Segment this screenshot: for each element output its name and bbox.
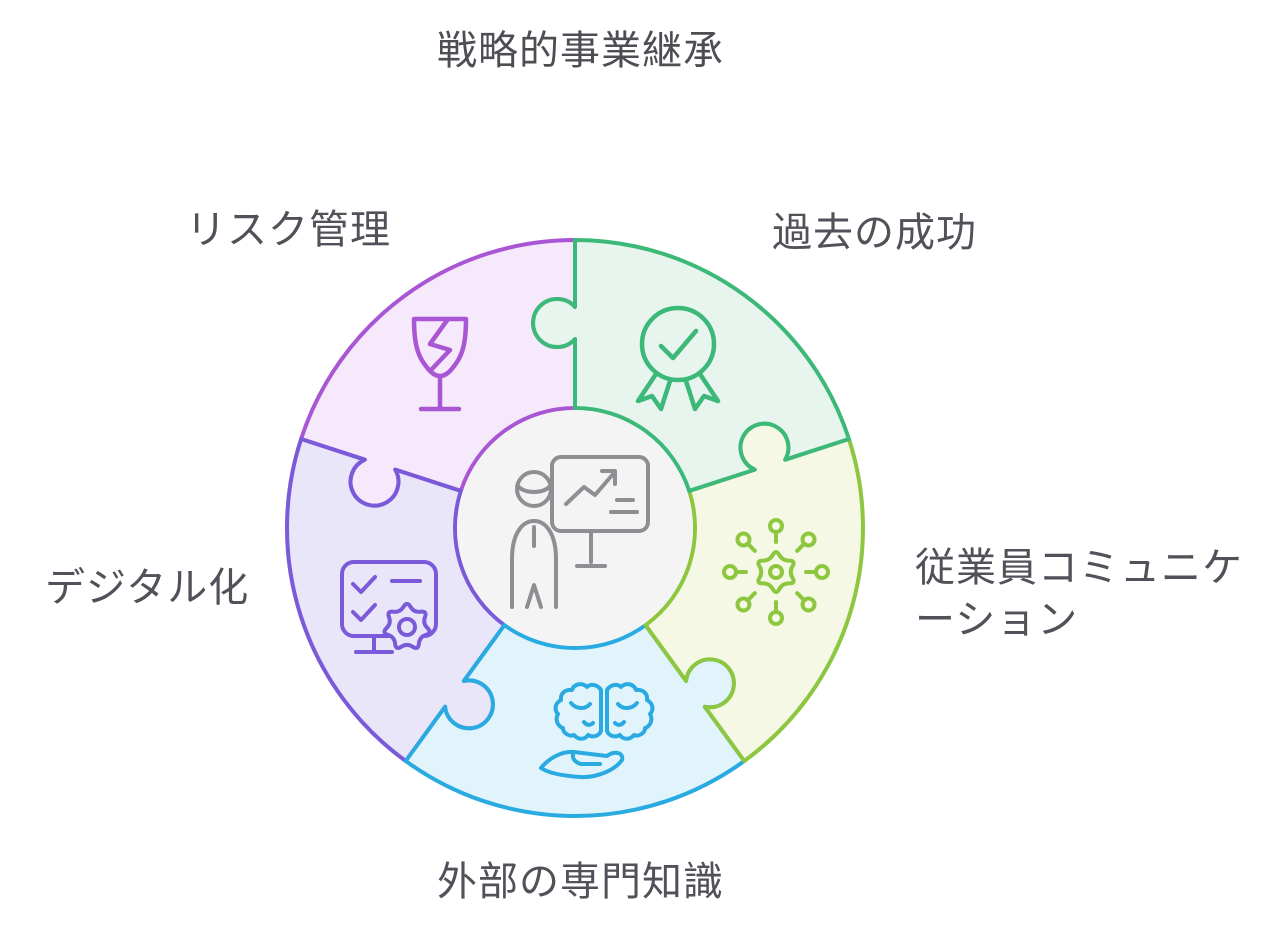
puzzle-pieces (285, 238, 865, 819)
broken-glass-icon (411, 316, 469, 412)
award-medal-icon (635, 305, 721, 412)
puzzle-piece-past-success (531, 238, 851, 493)
label-employee-communication: 従業員コミュニケーション (915, 545, 1243, 643)
label-past-success: 過去の成功 (772, 210, 977, 256)
brain-in-hand-icon (539, 682, 655, 780)
label-external-expertise: 外部の専門知識 (437, 859, 724, 905)
center-circle (457, 410, 693, 646)
presenter-at-board-icon (510, 455, 650, 609)
label-risk-management: リスク管理 (186, 207, 391, 253)
checklist-gear-icon (340, 560, 438, 654)
label-digitalization: デジタル化 (45, 565, 250, 611)
network-hub-icon (722, 518, 830, 626)
diagram-title: 戦略的事業継承 (437, 28, 724, 74)
